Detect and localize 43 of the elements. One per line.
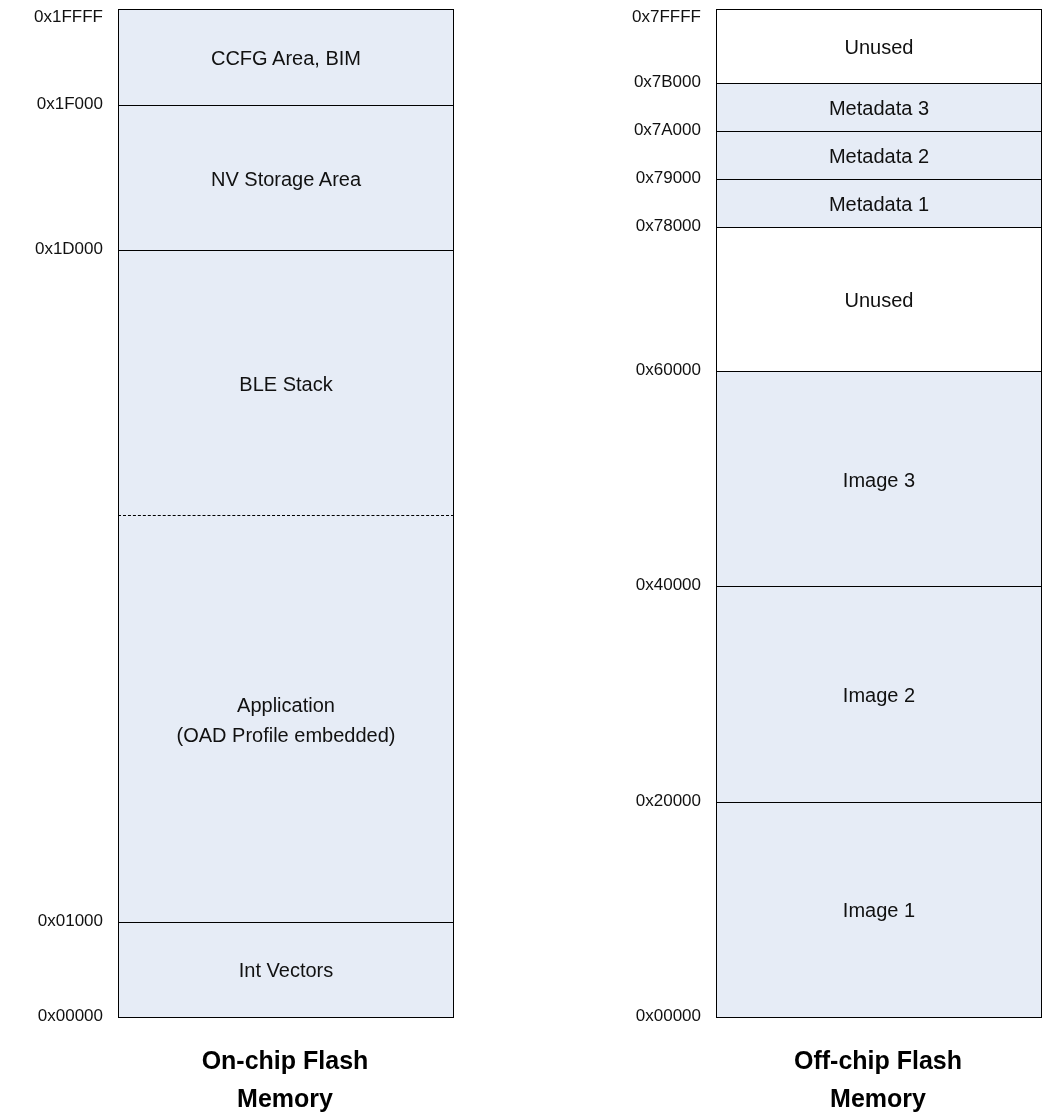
address-label: 0x00000 xyxy=(635,1006,701,1026)
address-label: 0x78000 xyxy=(635,216,701,236)
memory-region xyxy=(118,105,454,251)
memory-region xyxy=(716,9,1042,84)
region-label: (OAD Profile embedded) xyxy=(176,722,396,748)
region-label: Metadata 3 xyxy=(828,96,930,121)
region-label: NV Storage Area xyxy=(210,166,362,192)
memory-region xyxy=(118,9,454,106)
region-label: Application xyxy=(237,692,335,718)
region-label: Image 2 xyxy=(842,683,916,708)
address-label: 0x79000 xyxy=(635,168,701,188)
region-label: Image 3 xyxy=(842,467,916,493)
memory-caption: On-chip Flash Memory xyxy=(200,1045,370,1114)
memory-region xyxy=(716,179,1042,228)
memory-region xyxy=(118,515,454,923)
region-label: Image 1 xyxy=(842,898,916,923)
memory-region xyxy=(716,586,1042,803)
memory-region xyxy=(118,250,454,516)
address-label: 0x1D000 xyxy=(34,239,103,259)
memory-region xyxy=(118,922,454,1018)
memory-region xyxy=(716,371,1042,587)
address-label: 0x60000 xyxy=(635,360,701,380)
region-label: BLE Stack xyxy=(239,371,333,397)
address-label: 0x40000 xyxy=(635,575,701,595)
region-label: CCFG Area, BIM xyxy=(211,46,361,71)
address-label: 0x7A000 xyxy=(633,120,701,140)
region-label: Int Vectors xyxy=(238,958,334,983)
region-label: Unused xyxy=(844,35,914,60)
memory-region xyxy=(716,131,1042,180)
memory-region xyxy=(716,83,1042,132)
address-label: 0x01000 xyxy=(37,911,103,931)
address-label: 0x1FFFF xyxy=(34,7,103,27)
memory-caption: Off-chip Flash Memory xyxy=(792,1045,964,1114)
address-label: 0x7FFFF xyxy=(632,7,701,27)
address-label: 0x1F000 xyxy=(36,94,103,114)
region-label: Unused xyxy=(844,288,914,313)
address-label: 0x7B000 xyxy=(633,72,701,92)
address-label: 0x20000 xyxy=(635,791,701,811)
region-label: Metadata 2 xyxy=(828,144,930,169)
address-label: 0x00000 xyxy=(37,1006,103,1026)
memory-region xyxy=(716,802,1042,1018)
memory-region xyxy=(716,227,1042,372)
region-label: Metadata 1 xyxy=(828,192,930,217)
